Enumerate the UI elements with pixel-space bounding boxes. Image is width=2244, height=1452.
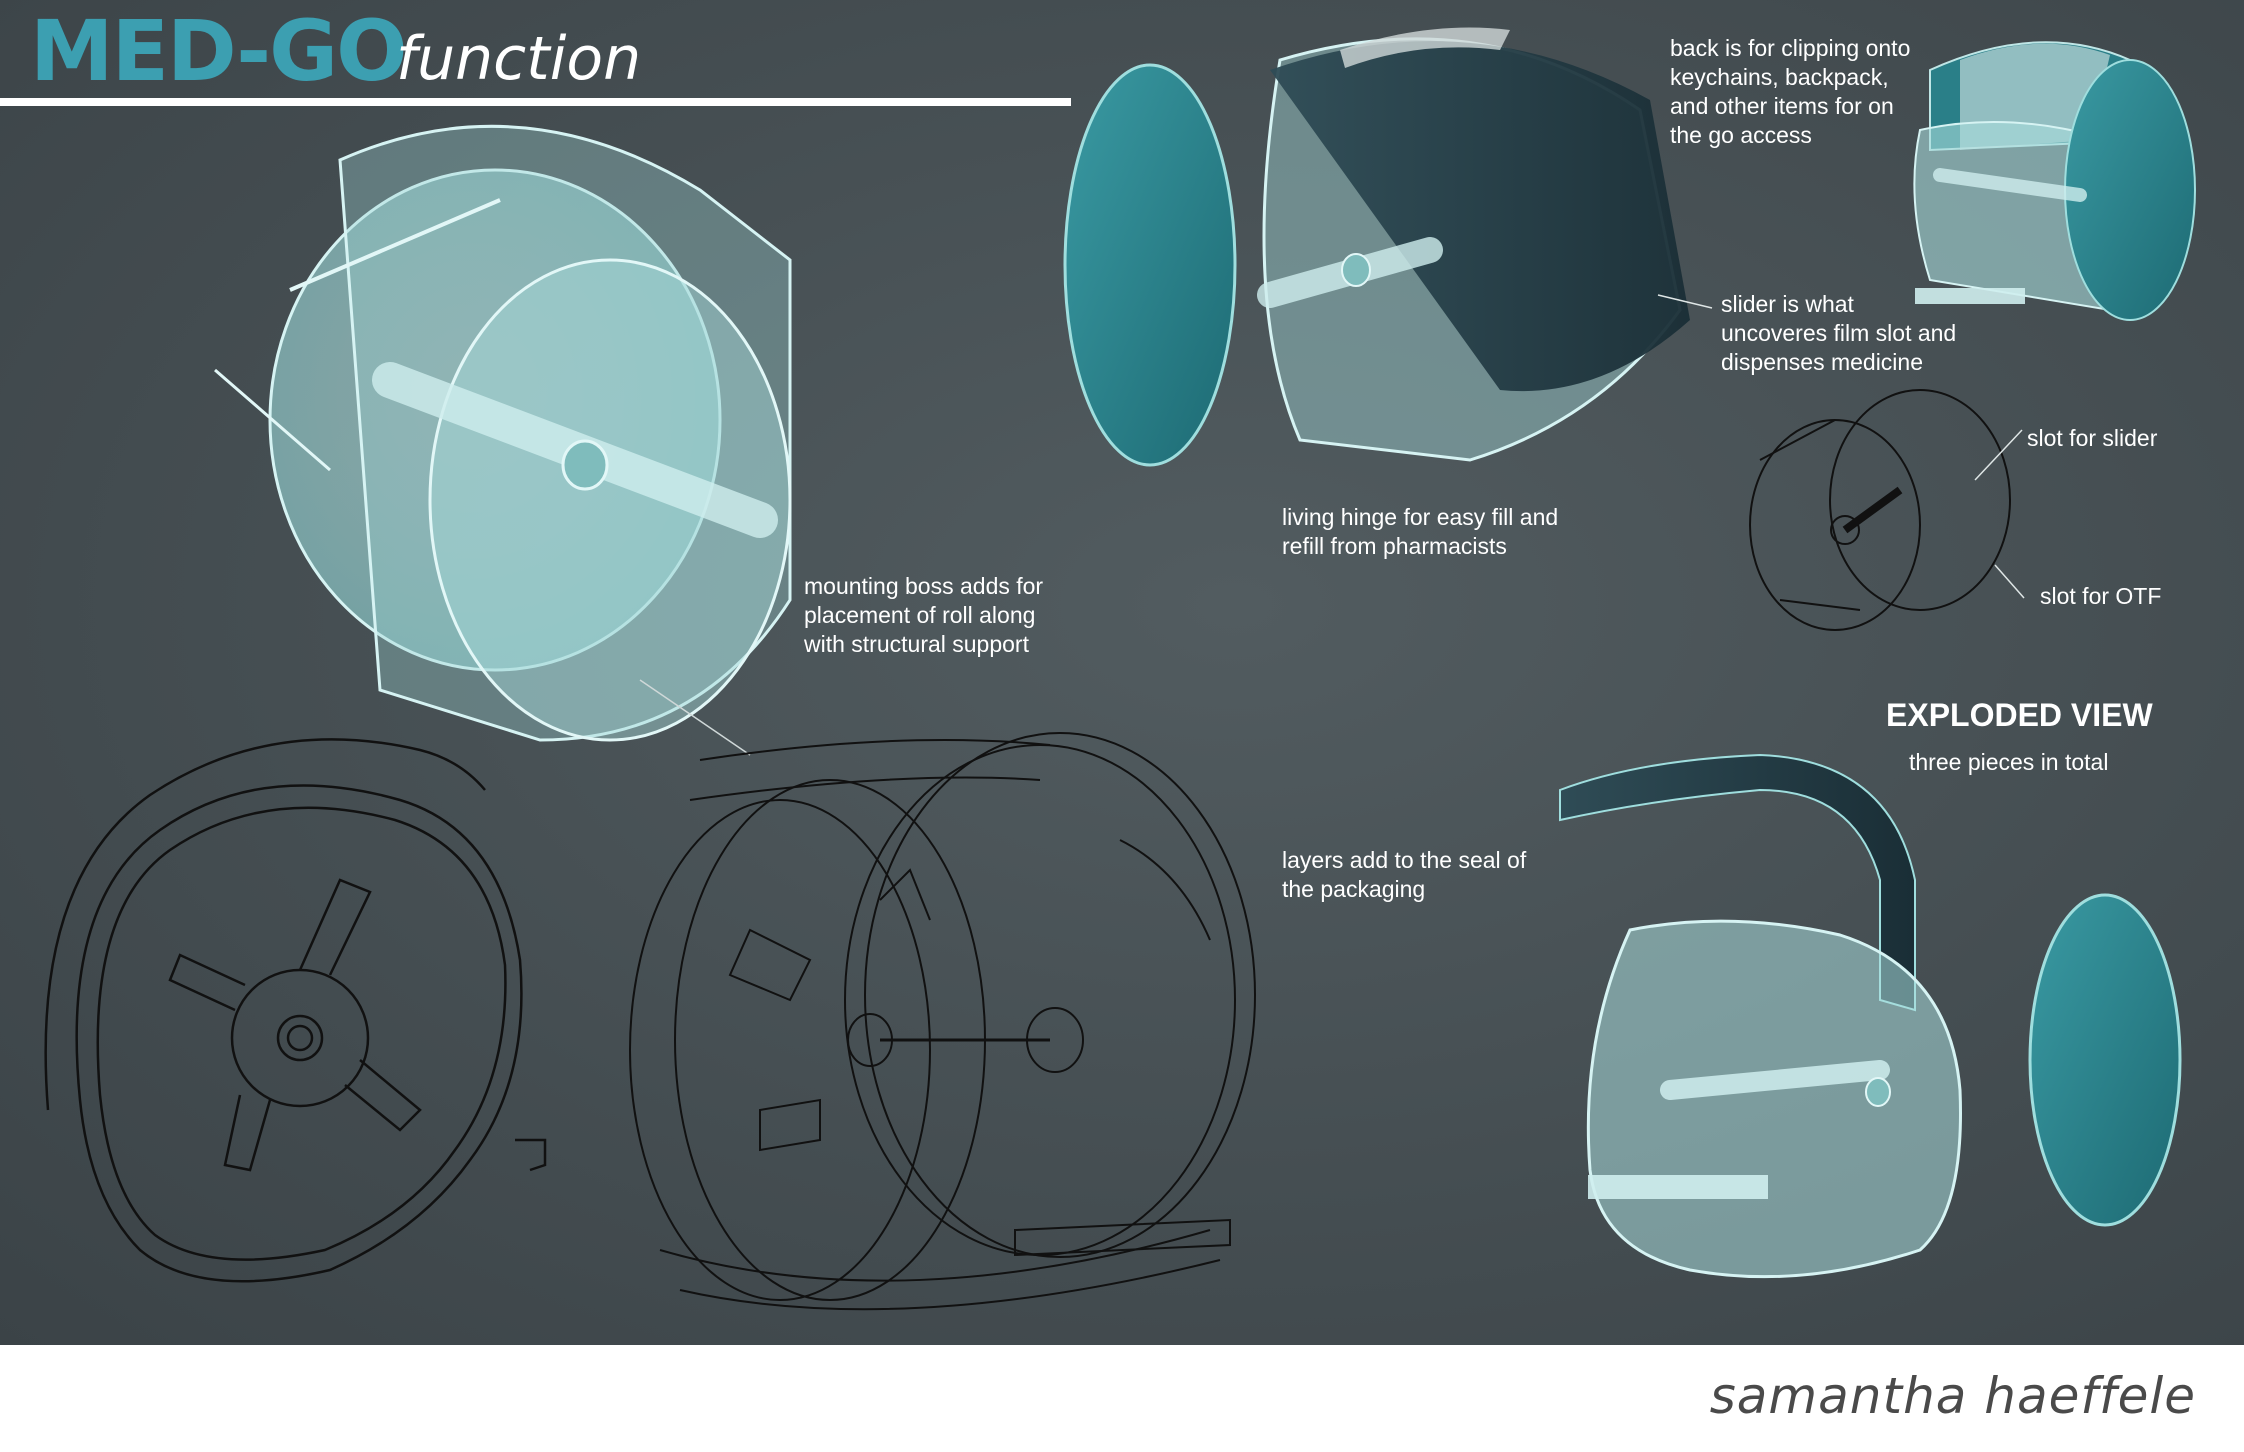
note-slot-otf: slot for OTF	[2040, 583, 2162, 609]
product-illustrations	[44, 27, 2196, 1311]
note-mounting-boss: mounting boss adds for placement of roll…	[804, 573, 1044, 657]
note-slot-slider: slot for slider	[2027, 425, 2158, 451]
canister-render-closed	[1913, 41, 2196, 321]
title-underline	[0, 98, 1071, 106]
note-back-clip: back is for clipping onto keychains, bac…	[1670, 35, 1911, 148]
brand-title: MED-GO	[30, 2, 407, 100]
presentation-board: MED-GO function	[0, 0, 2244, 1345]
note-living-hinge: living hinge for easy fill and refill fr…	[1282, 504, 1559, 559]
canister-render-large	[214, 124, 792, 756]
exploded-view-heading: EXPLODED VIEW	[1886, 697, 2153, 733]
exploded-view-render	[1559, 753, 2182, 1279]
footer: samantha haeffele	[0, 1345, 2244, 1452]
wireframe-perspective	[629, 732, 1256, 1311]
wireframe-sketch-small	[1749, 389, 2025, 631]
wireframe-front-view	[44, 738, 547, 1283]
note-slider: slider is what uncoveres film slot and d…	[1721, 291, 1957, 375]
exploded-view-caption: three pieces in total	[1909, 749, 2109, 775]
note-layers: layers add to the seal of the packaging	[1282, 847, 1527, 902]
canister-render-open	[1063, 27, 1713, 467]
author-name: samantha haeffele	[1709, 1367, 2196, 1425]
page-subtitle: function	[396, 24, 642, 94]
